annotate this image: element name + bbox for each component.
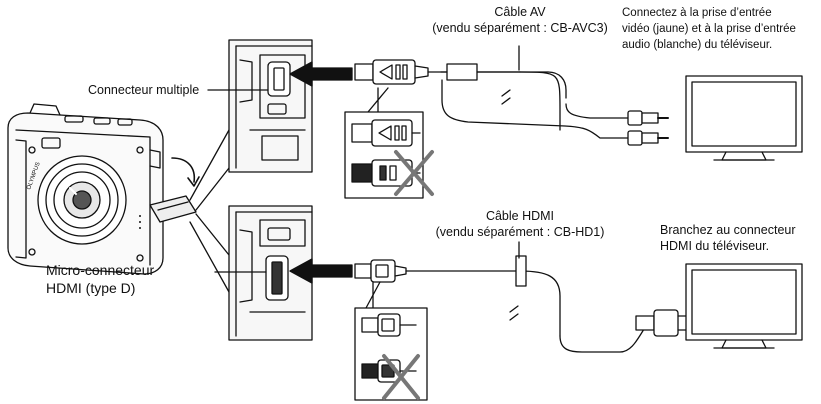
hdmi-tv-instruction-line2: HDMI du téléviseur. [660, 239, 770, 253]
multi-connector-label: Connecteur multiple [88, 83, 200, 97]
wrong-orientation-x-icon [394, 150, 434, 196]
av-tv-instruction-line1: Connectez à la prise d’entrée [622, 7, 772, 19]
av-connector-orientation-guide [344, 87, 424, 199]
wrong-orientation-x-icon [382, 354, 420, 400]
insert-arrow-hdmi [289, 258, 353, 284]
insert-arrow-av [289, 61, 353, 87]
multi-connector-closeup [228, 39, 313, 173]
av-tv-instruction-line2: vidéo (jaune) et à la prise d’entrée [622, 23, 796, 35]
hdmi-cable-note: (vendu séparément : CB-HD1) [435, 225, 605, 239]
hdmi-cable-title: Câble HDMI [485, 209, 555, 223]
tv-hdmi [685, 263, 803, 349]
hdmi-connector-closeup [228, 205, 313, 341]
camera-illustration [7, 103, 200, 275]
hdmi-cable [354, 255, 689, 353]
hdmi-tv-instruction-line1: Branchez au connecteur [660, 223, 796, 237]
hdmi-connector-orientation-guide [354, 281, 428, 401]
av-cable [354, 59, 669, 146]
av-cable-note: (vendu séparément : CB-AVC3) [432, 21, 608, 35]
hdmi-port-label-line2: HDMI (type D) [46, 280, 136, 296]
av-cable-title: Câble AV [494, 5, 546, 19]
tv-av [685, 75, 803, 161]
hdmi-port-label-line1: Micro-connecteur [46, 262, 155, 278]
av-tv-instruction-line3: audio (blanche) du téléviseur. [622, 39, 773, 51]
